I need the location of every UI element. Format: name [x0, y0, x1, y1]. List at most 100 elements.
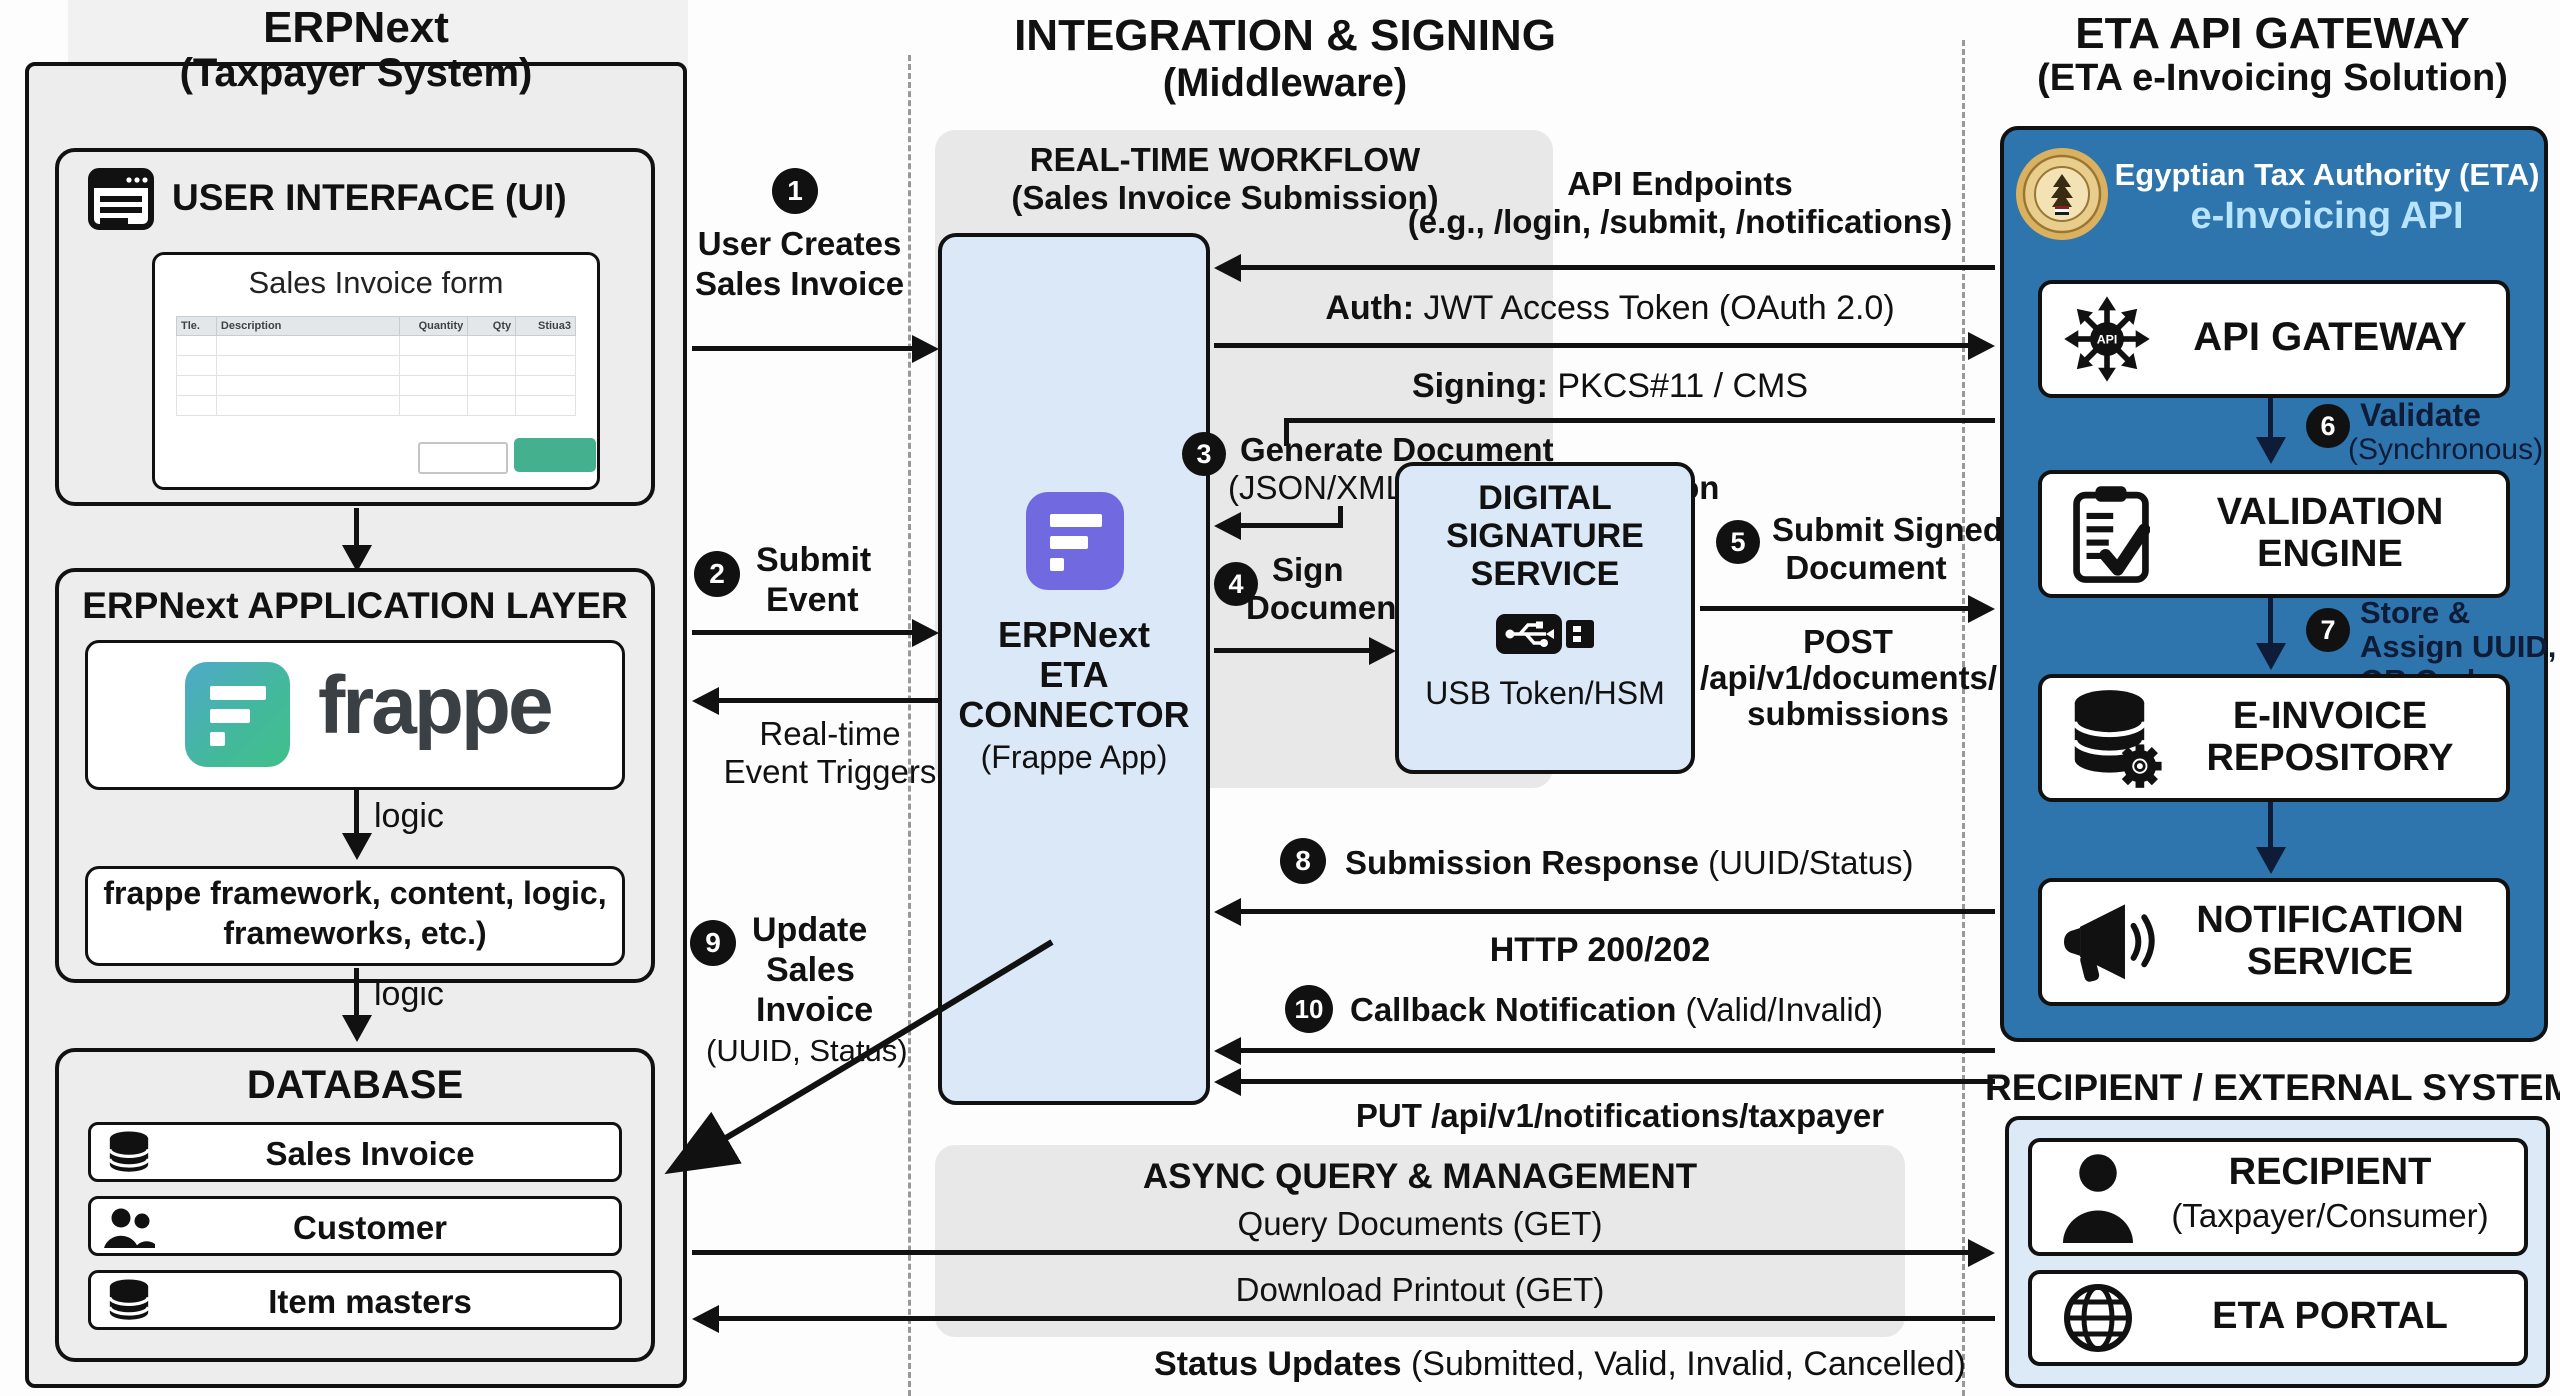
- app-layer-heading: ERPNext APPLICATION LAYER: [82, 585, 628, 626]
- eta-seal-icon: [2014, 146, 2110, 247]
- arrow-download-printout: [716, 1316, 1995, 1321]
- frappe-logo-icon: [185, 662, 290, 767]
- connector-label-1: ERPNext: [997, 614, 1151, 655]
- arrowhead-right: [1968, 595, 1995, 623]
- arrowhead-down: [2256, 643, 2286, 670]
- arrow-user-creates: [692, 346, 914, 351]
- col-item: Tle.: [176, 316, 217, 336]
- arrowhead-left: [1214, 898, 1241, 926]
- step-4-label-2: Document: [1246, 589, 1408, 626]
- recipient-section-title: RECIPIENT / EXTERNAL SYSTEMS: [1985, 1067, 2560, 1108]
- db-row-label: Sales Invoice: [265, 1135, 475, 1172]
- validation-engine-label-2: ENGINE: [2257, 533, 2403, 575]
- arrowhead-down: [342, 1015, 372, 1042]
- form-save-button[interactable]: [514, 438, 596, 472]
- connector-label-2: ETA: [1039, 654, 1109, 695]
- step-10-label: Callback Notification (Valid/Invalid): [1350, 992, 1883, 1028]
- async-title: ASYNC QUERY & MANAGEMENT: [1142, 1157, 1698, 1196]
- arrow-repo-notification: [2268, 802, 2273, 852]
- auth-label: Auth: JWT Access Token (OAuth 2.0): [1240, 290, 1980, 327]
- step-6-badge: 6: [2306, 404, 2350, 448]
- framework-text-2: frameworks, etc.): [223, 915, 487, 951]
- arrow-query-documents: [692, 1250, 1969, 1255]
- megaphone-icon: [2058, 898, 2162, 995]
- api-endpoints-label-1: API Endpoints: [1567, 165, 1793, 202]
- arrow-submit-event: [692, 630, 914, 635]
- col-qty: Qty: [467, 316, 517, 336]
- left-panel-backdrop: [68, 0, 688, 70]
- arrowhead-right: [1968, 1239, 1995, 1267]
- step-8-label-bold: Submission Response: [1345, 844, 1699, 881]
- arrow-auth: [1214, 343, 1969, 348]
- step-8-http: HTTP 200/202: [1489, 931, 1711, 969]
- step-8-badge: 8: [1280, 838, 1326, 884]
- step-5-badge: 5: [1716, 520, 1760, 564]
- frappe-wordmark: frappe: [318, 660, 554, 751]
- step-10-label-rest: (Valid/Invalid): [1676, 991, 1884, 1028]
- step-3-label-2a: (JSON/XML): [1228, 469, 1425, 506]
- arrow-callback-2: [1238, 1079, 1995, 1084]
- db-row-sales-invoice: [88, 1122, 622, 1182]
- step-1-badge: 1: [772, 168, 818, 214]
- table-row: [176, 355, 576, 376]
- browser-icon: [88, 168, 154, 235]
- notification-service-label-2: SERVICE: [2246, 941, 2414, 983]
- arrow-validation-repo: [2268, 598, 2273, 648]
- sales-invoice-form-title: Sales Invoice form: [248, 265, 504, 300]
- dss-label-1: DIGITAL: [1478, 479, 1612, 517]
- event-triggers-label-1: Real-time: [759, 715, 901, 752]
- eta-header-line-1: Egyptian Tax Authority (ETA): [2114, 157, 2540, 192]
- database-icon: [106, 1130, 152, 1181]
- notification-service-box: [2038, 878, 2510, 1006]
- framework-text-1: frappe framework, content, logic,: [103, 875, 607, 911]
- arrowhead-right: [912, 335, 939, 363]
- signing-label-rest: PKCS#11 / CMS: [1547, 367, 1809, 405]
- framework-card: [85, 866, 625, 966]
- step-3-badge: 3: [1182, 432, 1226, 476]
- connector-label-3: CONNECTOR: [958, 694, 1190, 735]
- validation-engine-label-1: VALIDATION: [2216, 491, 2444, 533]
- async-panel: [935, 1145, 1905, 1337]
- recipient-sub-label: (Taxpayer/Consumer): [2171, 1197, 2489, 1234]
- step-9-badge: 9: [690, 920, 736, 966]
- logic-label-2: logic: [374, 975, 444, 1013]
- dss-label-2: SIGNATURE: [1446, 517, 1644, 555]
- step-5-post-2: /api/v1/documents/: [1700, 659, 1998, 696]
- arrow-app-logic: [354, 790, 359, 838]
- table-row: [176, 375, 576, 396]
- eta-header-line-2: e-Invoicing API: [2190, 195, 2464, 237]
- form-input[interactable]: [418, 442, 508, 474]
- line-signing-elbow: [1284, 418, 1289, 446]
- step-3-loop-line: [1240, 523, 1343, 528]
- arrow-submission-response: [1238, 909, 1995, 914]
- auth-label-bold: Auth:: [1325, 289, 1415, 327]
- arrowhead-left: [1214, 254, 1241, 282]
- async-download-label: Download Printout (GET): [1235, 1271, 1605, 1308]
- recipient-label: RECIPIENT: [2228, 1151, 2432, 1193]
- database-heading: DATABASE: [246, 1063, 464, 1107]
- separator-right: [1962, 40, 1965, 1396]
- separator-left: [908, 55, 911, 1396]
- signing-label-bold: Signing:: [1411, 367, 1548, 405]
- arrow-api-endpoints: [1238, 265, 1995, 270]
- arrowhead-down: [2256, 437, 2286, 464]
- arrowhead-left: [1214, 512, 1241, 540]
- svg-text:API: API: [2097, 333, 2118, 347]
- status-updates-rest: (Submitted, Valid, Invalid, Cancelled): [1401, 1345, 1966, 1383]
- arrowhead-right: [1968, 332, 1995, 360]
- dss-sub-label: USB Token/HSM: [1425, 675, 1665, 711]
- usb-icon: [1494, 606, 1598, 667]
- step-9-label-4: (UUID, Status): [706, 1033, 908, 1068]
- api-hub-icon: API: [2062, 294, 2152, 389]
- connector-label-4: (Frappe App): [980, 739, 1168, 775]
- col-status: Stiua3: [515, 316, 576, 336]
- db-row-item-masters: [88, 1270, 622, 1330]
- step-5-post-3: submissions: [1747, 695, 1949, 732]
- erpnext-connector-logo-icon: [1026, 492, 1124, 590]
- step-7-badge: 7: [2306, 608, 2350, 652]
- event-triggers-label-2: Event Triggers: [723, 753, 937, 790]
- arrow-callback-1: [1238, 1048, 1995, 1053]
- table-row: [176, 335, 576, 356]
- clipboard-check-icon: [2072, 484, 2151, 589]
